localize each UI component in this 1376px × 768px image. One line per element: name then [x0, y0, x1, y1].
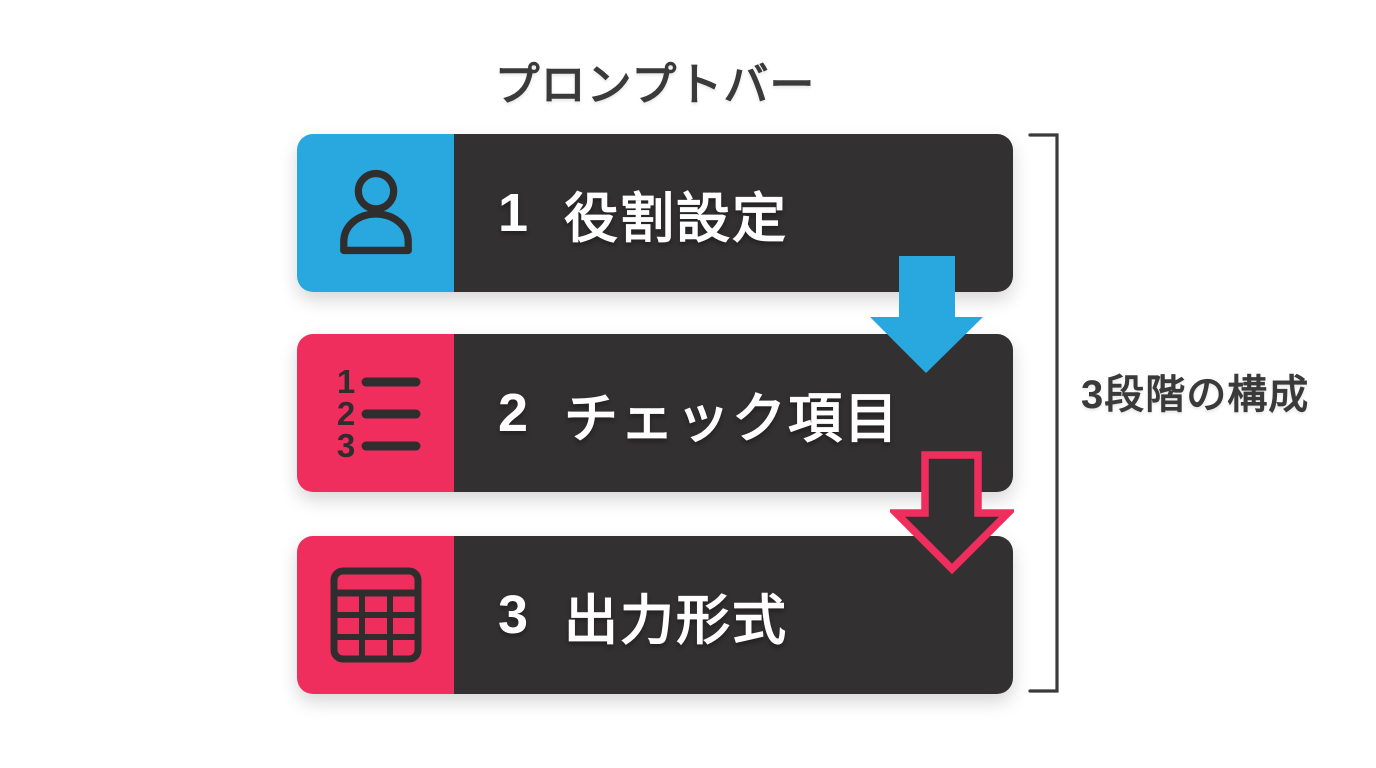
svg-text:3: 3 — [336, 427, 354, 464]
svg-text:1: 1 — [336, 363, 354, 400]
step-row-3: 3 出力形式 — [297, 536, 1013, 694]
step-label: 役割設定 — [564, 188, 789, 249]
step-number: 1 — [498, 183, 529, 243]
page-title: プロンプトバー — [494, 59, 816, 110]
person-icon — [339, 169, 412, 255]
step-1-icon-cell — [297, 134, 454, 292]
step-2-icon-cell: 1 2 3 — [297, 334, 454, 492]
step-3-bar: 3 出力形式 — [454, 536, 1013, 694]
step-label: チェック項目 — [564, 388, 901, 449]
step-row-1: 1 役割設定 — [297, 134, 1013, 292]
step-1-bar: 1 役割設定 — [454, 134, 1013, 292]
bracket — [1028, 133, 1059, 693]
numbered-list-icon: 1 2 3 — [336, 363, 420, 464]
bracket-label: 3段階の構成 — [1081, 373, 1310, 417]
table-icon — [330, 567, 421, 663]
step-label: 出力形式 — [564, 590, 789, 651]
step-number: 2 — [498, 383, 529, 443]
down-arrow-solid-icon — [870, 256, 983, 373]
down-arrow-outline-icon — [890, 451, 1014, 575]
svg-text:2: 2 — [336, 395, 354, 432]
step-3-icon-cell — [297, 536, 454, 694]
step-number: 3 — [498, 585, 529, 645]
